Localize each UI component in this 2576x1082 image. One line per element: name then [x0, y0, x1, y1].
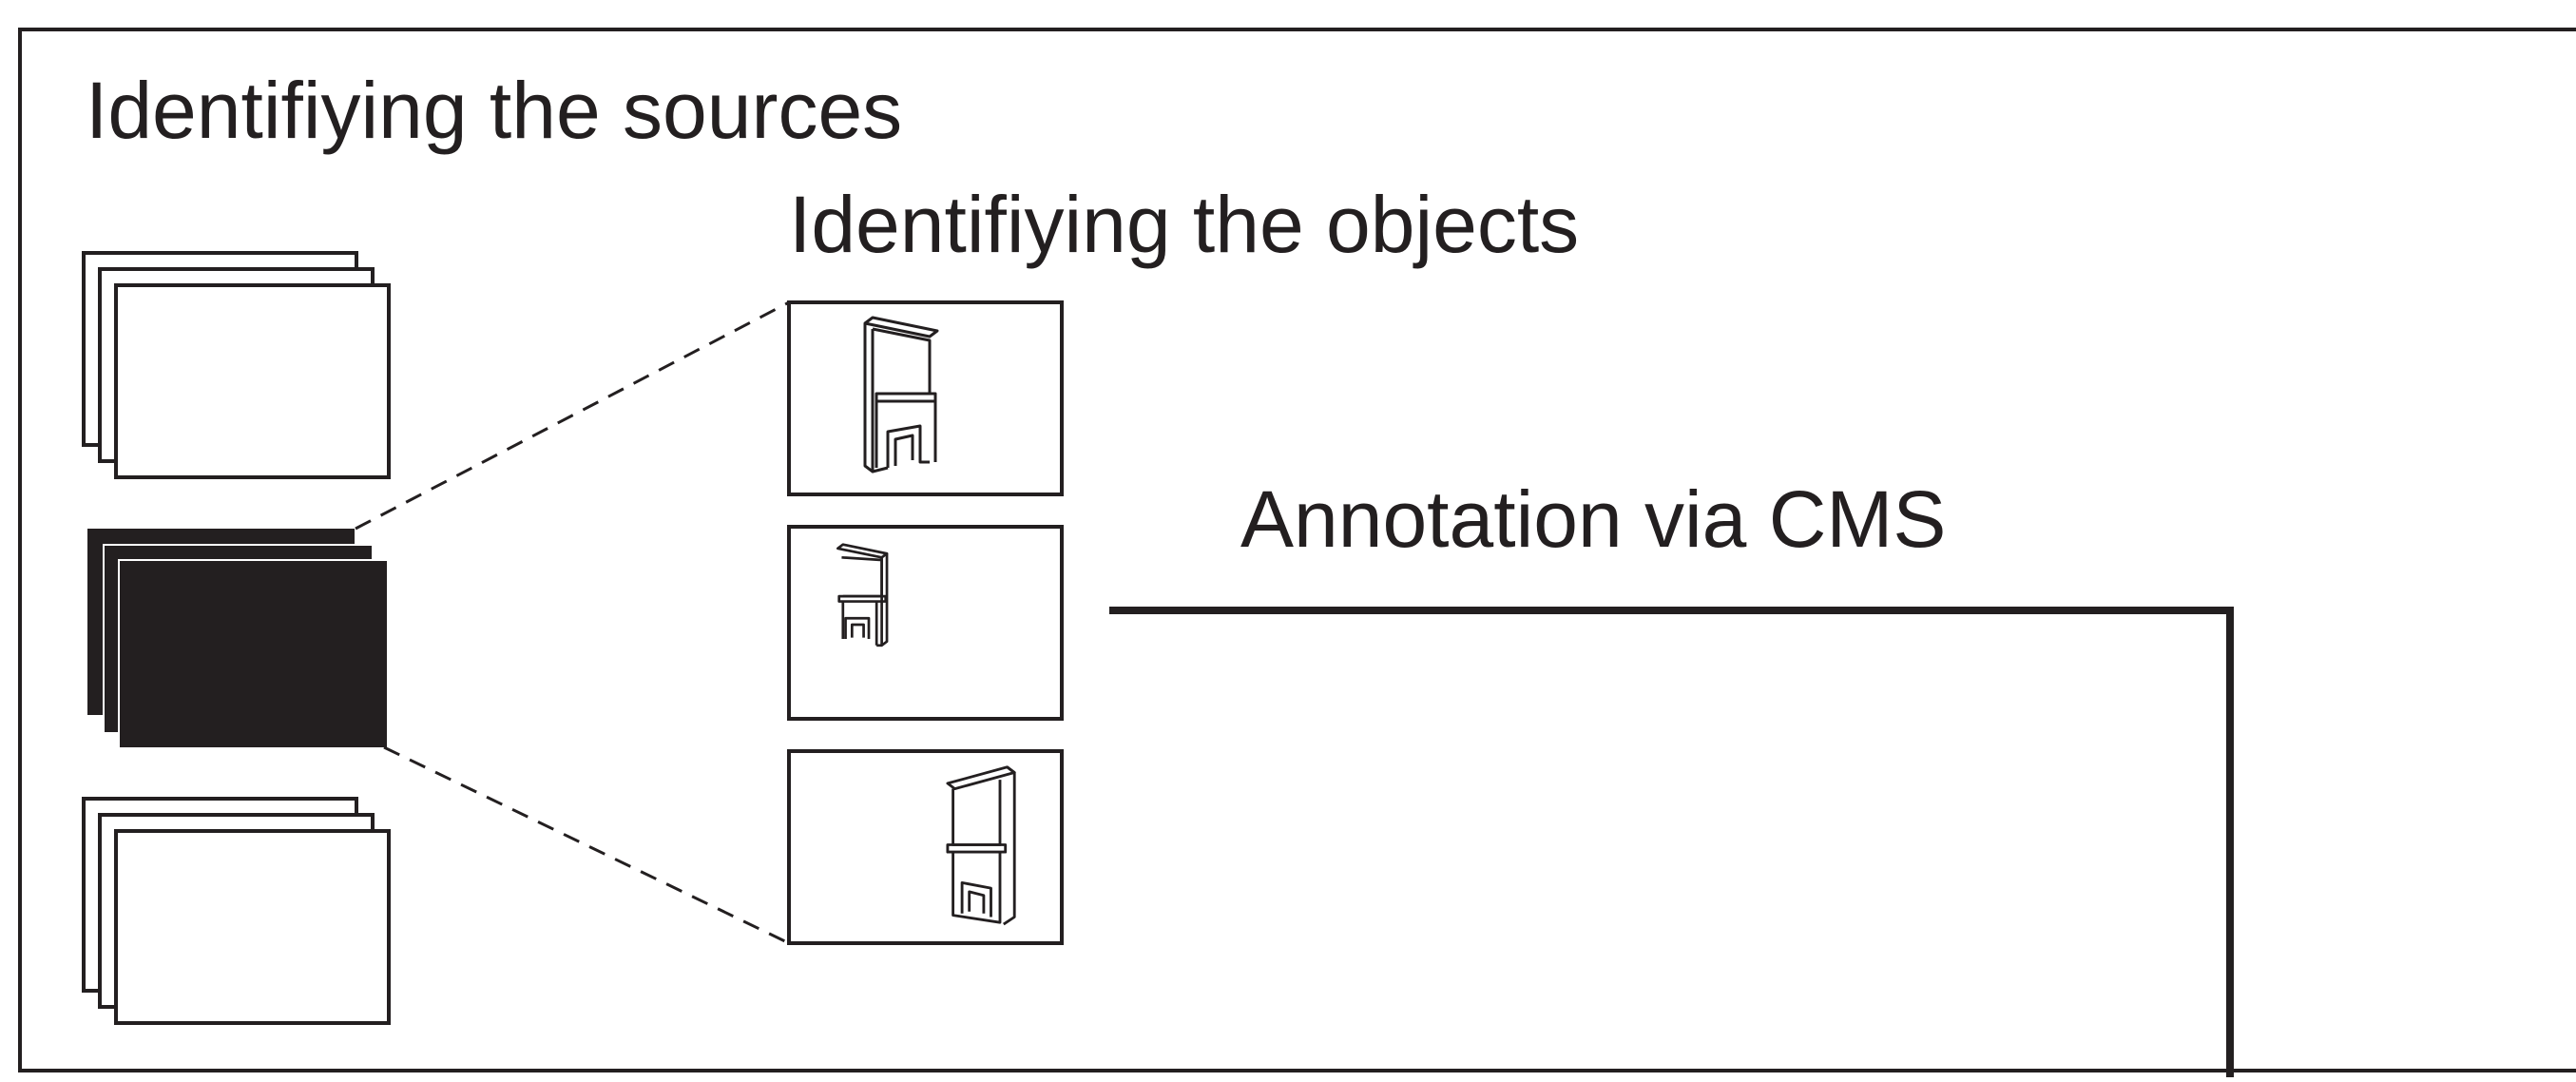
fireplace-icon [863, 316, 939, 473]
annotation-connector [1109, 607, 2234, 1077]
zoom-connector-top [355, 300, 790, 531]
fireplace-icon [836, 543, 889, 647]
source-stack-1 [82, 251, 391, 479]
object-frame-3 [787, 749, 1064, 945]
outer-frame [18, 28, 2576, 1072]
fireplace-icon [946, 765, 1016, 926]
objects-title: Identifiying the objects [789, 180, 1579, 269]
source-stack-2-selected [87, 529, 387, 747]
object-frame-1 [787, 300, 1064, 496]
zoom-connector-bottom [383, 745, 790, 945]
source-stack-3 [82, 797, 391, 1025]
sources-title: Identifiying the sources [86, 66, 902, 155]
annotation-title: Annotation via CMS [1240, 474, 1946, 564]
object-frame-2 [787, 525, 1064, 721]
